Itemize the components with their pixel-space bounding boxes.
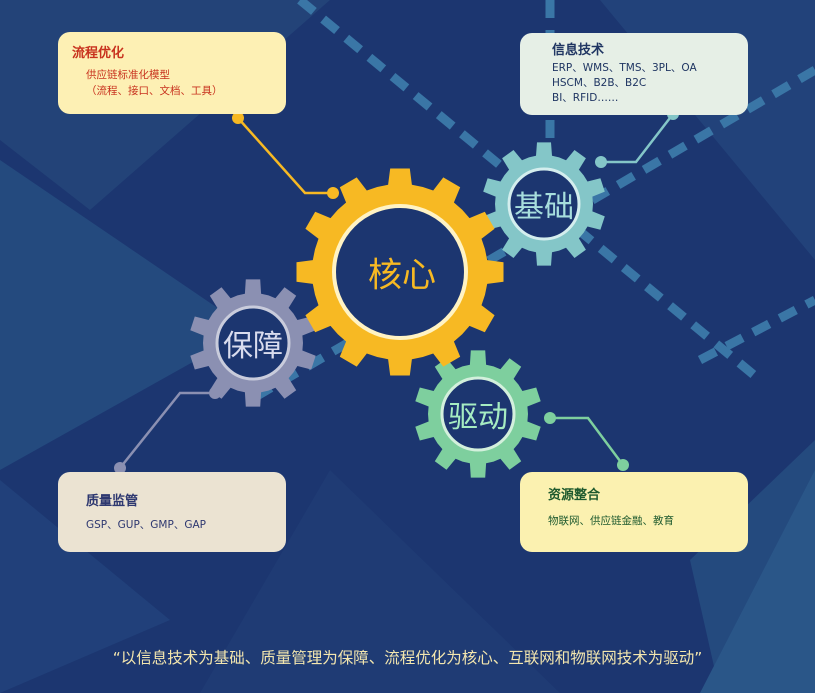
card-line: ERP、WMS、TMS、3PL、OA (552, 62, 697, 74)
card-line: 物联网、供应链金融、教育 (548, 515, 674, 527)
connector-dot (544, 412, 556, 424)
card-quality-supervision: 质量监管 GSP、GUP、GMP、GAP (58, 472, 286, 552)
card-title: 质量监管 (86, 494, 139, 509)
connector-dot (327, 187, 339, 199)
connector-drive (550, 416, 625, 466)
bg-facet (0, 160, 250, 470)
dashed-path (247, 66, 815, 404)
connector-dot (595, 156, 607, 168)
gear-label-drive: 驱动 (448, 400, 508, 435)
bg-facet (700, 470, 815, 693)
gear-core-hub (332, 204, 468, 340)
card-line: （流程、接口、文档、工具） (86, 85, 223, 97)
connector-dot (232, 112, 244, 124)
connector-guarantee (119, 391, 215, 469)
gear-drive-hub (440, 376, 516, 452)
card-process-optimization: 流程优化 供应链标准化模型 （流程、接口、文档、工具） (58, 32, 286, 114)
gear-label-core: 核心 (368, 255, 436, 296)
connector-dot (114, 462, 126, 474)
gear-basis-hub (507, 167, 581, 241)
gear-label-basis: 基础 (514, 190, 574, 225)
connector-dot (617, 459, 629, 471)
card-title: 流程优化 (72, 46, 125, 61)
connector-it (601, 113, 674, 164)
bg-facet (200, 470, 560, 693)
summary-quote: “以信息技术为基础、质量管理为保障、流程优化为核心、互联网和物联网技术为驱动” (112, 649, 703, 667)
gear-guarantee-hub (215, 305, 291, 381)
card-line: HSCM、B2B、B2C (552, 77, 647, 89)
connector-process (237, 117, 333, 195)
dashed-path (697, 296, 815, 364)
dashed-path (297, 0, 763, 384)
gear-label-guarantee: 保障 (223, 329, 283, 364)
card-line: BI、RFID…… (552, 92, 619, 104)
card-line: GSP、GUP、GMP、GAP (86, 519, 206, 531)
card-resource-integration: 资源整合 物联网、供应链金融、教育 (520, 472, 748, 552)
card-line: 供应链标准化模型 (86, 69, 170, 81)
card-title: 信息技术 (552, 43, 605, 58)
card-title: 资源整合 (548, 488, 601, 503)
card-information-technology: 信息技术 ERP、WMS、TMS、3PL、OA HSCM、B2B、B2C BI、… (520, 33, 748, 115)
bg-facet (0, 480, 170, 693)
